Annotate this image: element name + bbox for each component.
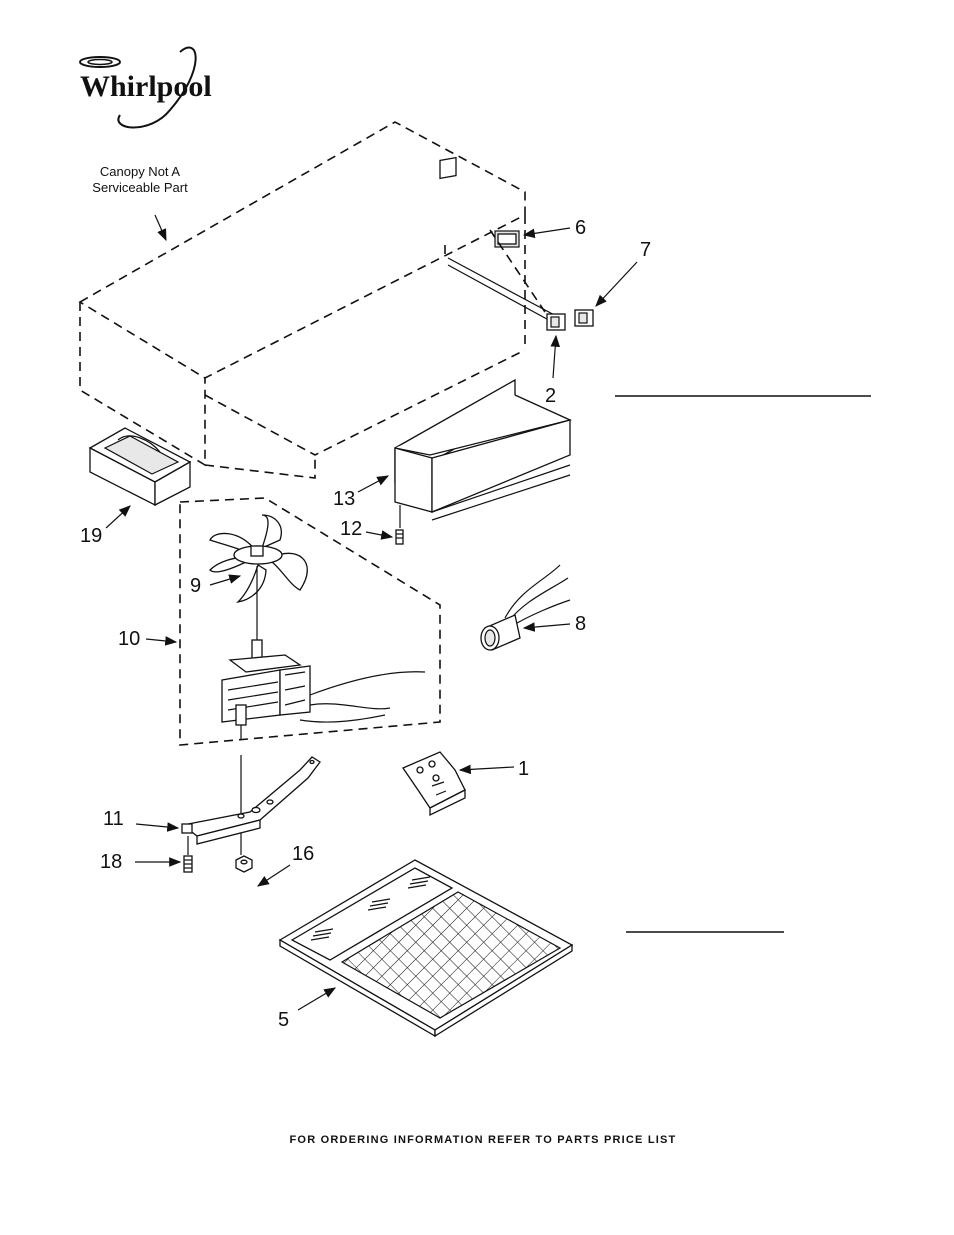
motor bbox=[221, 639, 426, 740]
part-13-panel bbox=[394, 378, 572, 521]
footer-ordering-info: FOR ORDERING INFORMATION REFER TO PARTS … bbox=[290, 1134, 677, 1146]
part-1-bracket bbox=[402, 751, 466, 817]
callout-8: 8 bbox=[575, 613, 586, 635]
part-16-nut bbox=[235, 855, 253, 873]
part-12-screw bbox=[395, 505, 404, 545]
part-5-filter bbox=[278, 859, 574, 1038]
callout-1: 1 bbox=[518, 758, 529, 780]
callout-12: 12 bbox=[340, 518, 362, 540]
callout-5: 5 bbox=[278, 1009, 289, 1031]
part-9-fan-blade bbox=[209, 514, 308, 640]
part-19-duct bbox=[88, 427, 192, 507]
switch-assembly bbox=[439, 156, 594, 331]
callout-19: 19 bbox=[80, 525, 102, 547]
canopy-note-line1: Canopy Not A bbox=[100, 164, 181, 179]
part-11-bracket bbox=[181, 756, 321, 845]
motor-assembly-outline bbox=[179, 497, 441, 746]
callout-6: 6 bbox=[575, 217, 586, 239]
part-8-socket bbox=[480, 564, 571, 651]
callout-7: 7 bbox=[640, 239, 651, 261]
brand-name: Whirlpool bbox=[80, 70, 212, 103]
canopy-note-arrow bbox=[154, 214, 167, 242]
callout-2: 2 bbox=[545, 385, 556, 407]
callout-18: 18 bbox=[100, 851, 122, 873]
callout-13: 13 bbox=[333, 488, 355, 510]
brand-logo: Whirlpool bbox=[79, 46, 212, 129]
callout-11: 11 bbox=[103, 808, 124, 830]
callout-10: 10 bbox=[118, 628, 140, 650]
callout-9: 9 bbox=[190, 575, 201, 597]
callout-16: 16 bbox=[292, 843, 314, 865]
canopy-note-line2: Serviceable Part bbox=[92, 180, 188, 195]
part-18-screw bbox=[183, 836, 193, 873]
